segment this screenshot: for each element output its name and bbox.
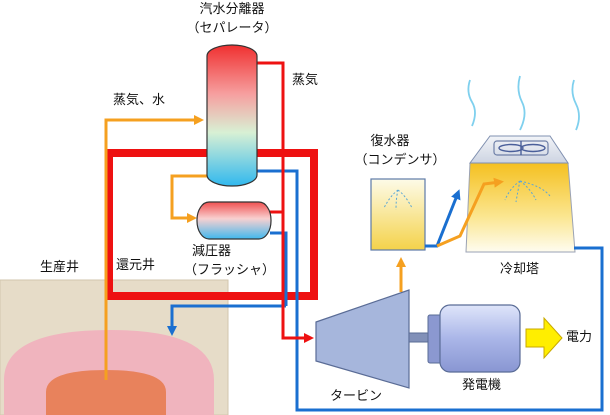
- steam-label: 蒸気: [292, 73, 319, 88]
- condenser-label-line1: 復水器: [370, 134, 410, 149]
- separator-label-line2: （セパレータ）: [186, 21, 278, 36]
- separator-steam-line: [254, 61, 314, 343]
- tower-spray-icon: [504, 180, 551, 203]
- cooling-tower-label: 冷却塔: [500, 262, 540, 277]
- cooling-water-return-line: [245, 169, 604, 412]
- condenser: [370, 178, 426, 251]
- separator-to-flasher-line: [170, 174, 207, 223]
- flasher-drain-line: [270, 231, 288, 306]
- flasher-label-line1: 減圧器: [192, 244, 232, 259]
- flasher-label-line2: （フラッシャ）: [184, 263, 276, 278]
- separator-label-line1: 汽水分離器: [199, 2, 265, 17]
- turbine-label: タービン: [330, 389, 383, 404]
- production-well-line: [104, 115, 204, 380]
- steam-plume-icon: [467, 75, 580, 131]
- condenser-label-line2: （コンデンサ）: [354, 153, 446, 168]
- cooling-tower: [465, 75, 580, 253]
- flasher-vessel: [196, 201, 272, 240]
- steam-pipes: [254, 61, 314, 343]
- turbine-machine: [315, 289, 432, 389]
- fan-icon: [498, 141, 546, 155]
- power-label: 電力: [566, 330, 593, 345]
- steam-water-label: 蒸気、水: [113, 93, 166, 108]
- power-arrow-icon: [525, 316, 563, 360]
- generator-label: 発電機: [462, 378, 502, 393]
- tower-return-line: [436, 177, 504, 248]
- reservoir-core: [46, 370, 166, 415]
- hot-water-pipes: [104, 115, 504, 380]
- reinjection-well-label: 還元井: [116, 258, 156, 273]
- production-well-label: 生産井: [40, 260, 80, 275]
- separator-vessel: [206, 44, 258, 187]
- generator-machine: [427, 304, 521, 373]
- reinjection-line: [167, 304, 286, 336]
- underground: [0, 279, 229, 415]
- condenser-spray-icon: [383, 189, 413, 211]
